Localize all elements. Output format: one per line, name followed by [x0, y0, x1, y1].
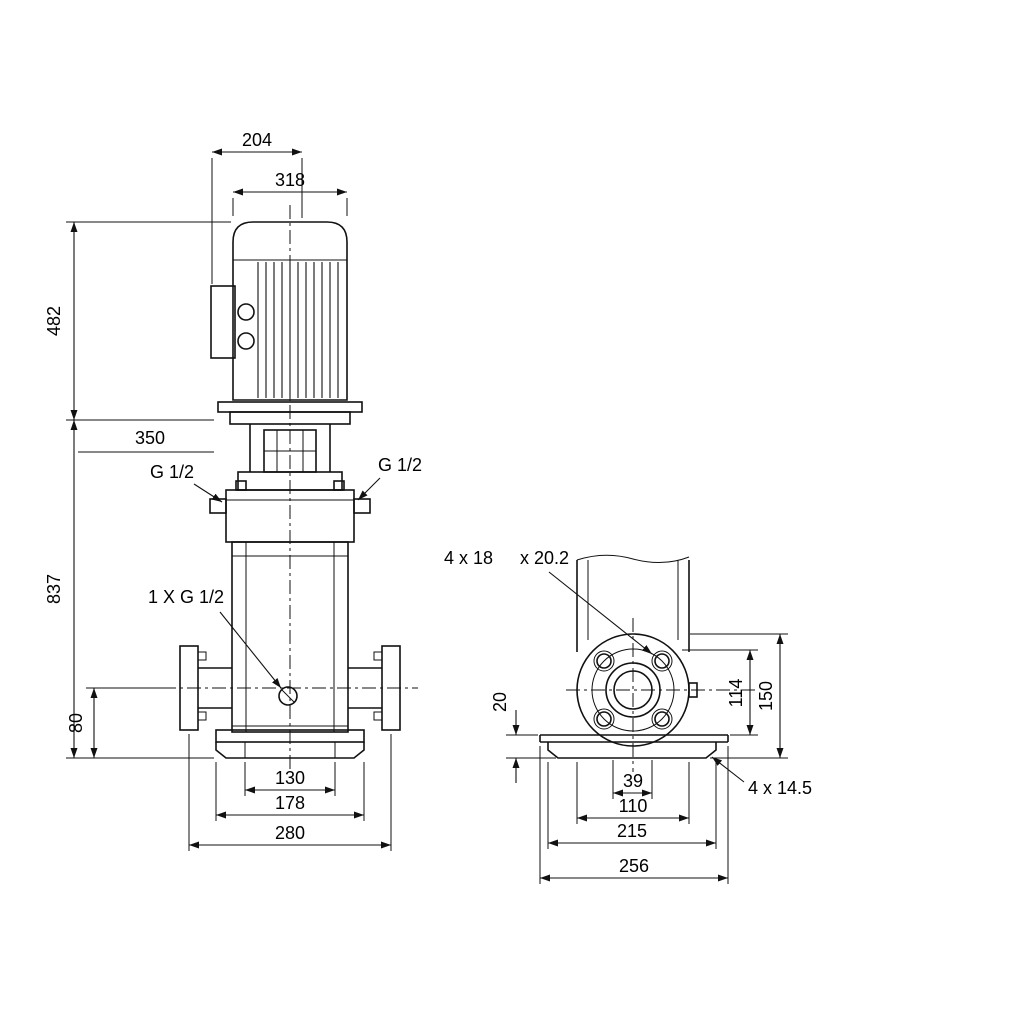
drain-label: 1 X G 1/2 — [148, 587, 224, 607]
dim-label-80: 80 — [66, 713, 86, 733]
dim-label-20: 20 — [490, 692, 510, 712]
dim-label-482: 482 — [44, 306, 64, 336]
front-view: 204 318 482 837 350 80 1 — [44, 130, 422, 851]
gauge-plug-left — [209, 498, 227, 514]
dim-label-39: 39 — [623, 771, 643, 791]
dim-label-110: 110 — [619, 796, 648, 816]
cable-entry-hole — [237, 303, 255, 321]
side-view: 4 x 18 x 20.2 20 114 150 39 — [444, 548, 812, 884]
dim-label-178: 178 — [275, 793, 305, 813]
dim-label-130: 130 — [275, 768, 305, 788]
bolt-hole — [593, 650, 615, 672]
flange-counterbore-label: x 20.2 — [520, 548, 569, 568]
flange-bolt — [373, 711, 383, 721]
pump-column-side — [576, 554, 690, 652]
base-front — [215, 729, 365, 759]
port-flanges — [179, 645, 401, 731]
motor-body — [210, 221, 363, 425]
cable-entry-hole — [237, 332, 255, 350]
stud-nut — [235, 480, 247, 491]
flange-bolt — [197, 651, 207, 661]
dim-label-318: 318 — [275, 170, 305, 190]
drain-plug — [278, 686, 298, 706]
dim-label-215: 215 — [617, 821, 647, 841]
stud-nut — [333, 480, 345, 491]
nameplate-clip — [688, 682, 698, 698]
dim-label-204: 204 — [242, 130, 272, 150]
dim-label-350: 350 — [135, 428, 165, 448]
gauge-plug-right — [353, 498, 371, 514]
front-dimensions: 204 318 482 837 350 80 1 — [44, 130, 422, 851]
break-line — [576, 554, 690, 563]
chamber-stack — [231, 541, 349, 733]
motor-stool-plate — [229, 411, 351, 425]
dim-label-837: 837 — [44, 574, 64, 604]
dim-label-150: 150 — [756, 681, 776, 711]
side-dimensions: 4 x 18 x 20.2 20 114 150 39 — [444, 548, 812, 884]
dim-label-280: 280 — [275, 823, 305, 843]
port-label-left: G 1/2 — [150, 462, 194, 482]
flange-bolt — [373, 651, 383, 661]
flange-right — [381, 645, 401, 731]
flange-holes-label: 4 x 18 — [444, 548, 493, 568]
base-holes-label: 4 x 14.5 — [748, 778, 812, 798]
bolt-hole — [593, 708, 615, 730]
dim-label-256: 256 — [619, 856, 649, 876]
coupling-stool — [249, 424, 331, 473]
dim-label-114: 114 — [726, 679, 746, 708]
motor-fins — [257, 262, 339, 398]
port-label-right: G 1/2 — [378, 455, 422, 475]
flange-bolt — [197, 711, 207, 721]
bolt-hole — [651, 708, 673, 730]
base-side — [539, 734, 729, 759]
terminal-box — [210, 285, 236, 359]
flange-left — [179, 645, 199, 731]
flange-face — [576, 633, 698, 747]
bolt-hole — [651, 650, 673, 672]
